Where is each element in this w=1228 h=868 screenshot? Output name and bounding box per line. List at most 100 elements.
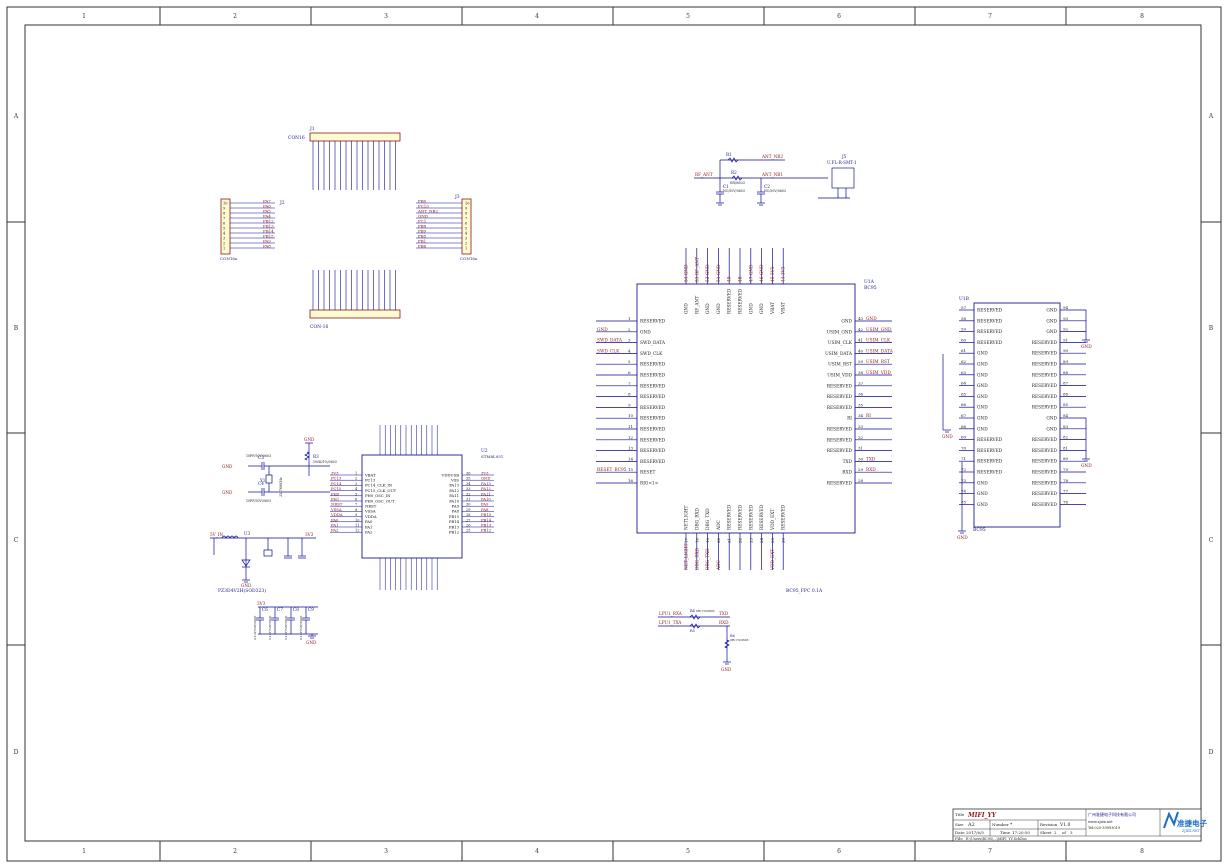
u1b-pin-number: 59: [961, 327, 967, 332]
u1b-pin-number: 57: [961, 305, 967, 310]
bc95-pin-number: 30: [858, 456, 864, 461]
bc95-pin-number: 40: [858, 348, 864, 353]
mcu-pin-number: 28: [466, 513, 470, 517]
bc95-pin-number: 4: [628, 348, 631, 353]
u1b-pin-number: 74: [961, 489, 967, 494]
u1b-pin-number: 76: [1063, 499, 1069, 504]
j2-net-label: PA5: [263, 209, 271, 214]
mcu-pin-number: 30: [466, 503, 470, 507]
bc95-pin-number: 1: [628, 316, 631, 321]
bc95-pin-signal: GND: [685, 303, 690, 314]
bc95-pin-signal: RESERVED: [640, 449, 666, 454]
of-value: 3: [1070, 830, 1073, 835]
u1b-pin-signal: RESERVED: [1032, 503, 1058, 508]
row-label-left: C: [14, 537, 19, 544]
u1b-pin-signal: GND: [977, 352, 988, 357]
bc95-net-label: ADC: [717, 559, 722, 571]
u1b-pin-number: 63: [961, 370, 967, 375]
u1b-pin-number: 92: [1063, 327, 1069, 332]
u1b-pin-signal: RESERVED: [1032, 395, 1058, 400]
cap-value: 0.1uF/50V/0603: [268, 615, 272, 640]
mcu-pin-number: 34: [466, 482, 471, 486]
mcu-pin-number: 2: [355, 477, 357, 481]
mcu-pin-number: 4: [355, 487, 358, 491]
j2-net-label: PB15: [263, 234, 274, 239]
r4-ref: R4: [690, 609, 696, 613]
bc95-top-pin-label: 44 3V3: [782, 266, 787, 282]
u1b-pin-signal: RESERVED: [977, 460, 1003, 465]
u1b-pin-number: 81: [1063, 445, 1068, 450]
u1b-pin-signal: GND: [977, 363, 988, 368]
bc95-pin-signal: RESERVED: [640, 384, 666, 389]
company-name: 广州准捷电子科技有限公司: [1088, 811, 1136, 817]
row-label-right: A: [1208, 113, 1214, 120]
col-label-bottom: 3: [384, 848, 388, 855]
mcu-net-label: PC13: [331, 476, 342, 481]
uart-resistors: [658, 614, 731, 665]
col-label-bottom: 6: [837, 848, 841, 855]
mcu-pin-signal: PA2: [365, 530, 373, 535]
u1b-pin-number: 70: [961, 445, 967, 450]
mcu-pin-number: 12: [355, 529, 359, 533]
u1b-pin-signal: RESERVED: [1032, 406, 1058, 411]
bc95-net-label: RXD: [866, 468, 876, 473]
bc95-net-label: TXD: [866, 457, 876, 462]
bc95-top-pin-label: 51 GND: [717, 264, 722, 282]
bc95-pin-signal: GND: [717, 303, 722, 314]
mcu-pin-number: 11: [355, 524, 359, 528]
mcu-pin-signal: PA9: [452, 504, 460, 509]
bc95-net-label: USIM_RST: [866, 360, 890, 365]
date-value: 2017/6/5: [966, 830, 984, 835]
u1b-pin-signal: GND: [1046, 309, 1057, 314]
u1b-pin-signal: GND: [977, 492, 988, 497]
u1b-pin-signal: GND: [1046, 319, 1057, 324]
number-value: *: [1010, 822, 1013, 828]
bc95-pin-signal: RESERVED: [827, 395, 853, 400]
ant-nb2-net: ANT_NB2: [761, 154, 783, 159]
mcu-pin-signal: PH0_OSC_OUT: [365, 498, 395, 503]
revision-value: V1.0: [1059, 822, 1071, 828]
mcu-pin-number: 9: [355, 513, 357, 517]
crystal-gnd-2: GND: [222, 490, 233, 495]
bc95-pin-signal: RESERVED: [728, 288, 733, 314]
u1b-pin-signal: RESERVED: [977, 309, 1003, 314]
bc95-pin-signal: RESERVED: [739, 288, 744, 314]
row-label-right: D: [1209, 749, 1214, 756]
bc95-pin-number: 20: [716, 537, 721, 543]
u1b-pin-signal: GND: [977, 417, 988, 422]
row-label-left: D: [14, 749, 19, 756]
ant-nb1-net: ANT_NB1: [761, 172, 783, 177]
logo-subtext: ZJIEX.NET: [1182, 829, 1200, 833]
r3-value: 100K/1%/0603: [313, 460, 337, 464]
col-label-bottom: 7: [988, 848, 992, 855]
j2-pin-number: 10: [223, 202, 227, 206]
mcu-pin-signal: PH0_OSC_IN: [365, 493, 391, 498]
bc95-net-label: GND: [597, 328, 608, 333]
mcu-net-label: PA8: [481, 507, 489, 512]
mcu-pin-number: 27: [466, 518, 470, 522]
u1b-pin-number: 84: [1063, 413, 1069, 418]
cap-ref: C9: [308, 607, 314, 612]
j5-ref: J5: [841, 154, 847, 159]
bc95-pin-number: 3: [628, 338, 631, 343]
r3-ref: R3: [313, 454, 319, 459]
cap-ref: C7: [277, 607, 283, 612]
u1b-pin-number: 79: [1063, 467, 1069, 472]
mcu-pin-number: 7: [355, 503, 357, 507]
j3-net-label: PB0: [418, 199, 427, 204]
u1b-pin-signal: RESERVED: [977, 330, 1003, 335]
mcu-pin-number: 5: [355, 492, 357, 496]
mcu-gnd: GND: [304, 437, 315, 442]
bc95-pin-number: 13: [628, 446, 634, 451]
bc95-pin-signal: RF_ANT: [695, 296, 700, 314]
j2-pin-number: 5: [223, 227, 225, 231]
mcu-net-label: PA2: [331, 528, 339, 533]
bc95-pin-number: 33: [858, 424, 864, 429]
r6-value: 0R/1%/0603: [730, 638, 749, 642]
j3-ref: J3: [454, 194, 460, 200]
bc95-pin-number: 43: [858, 316, 864, 321]
bc95-pin-number: 8: [628, 392, 631, 397]
j3-pin-number: 3: [465, 237, 467, 241]
bc95-pin-number: 21: [727, 538, 732, 543]
